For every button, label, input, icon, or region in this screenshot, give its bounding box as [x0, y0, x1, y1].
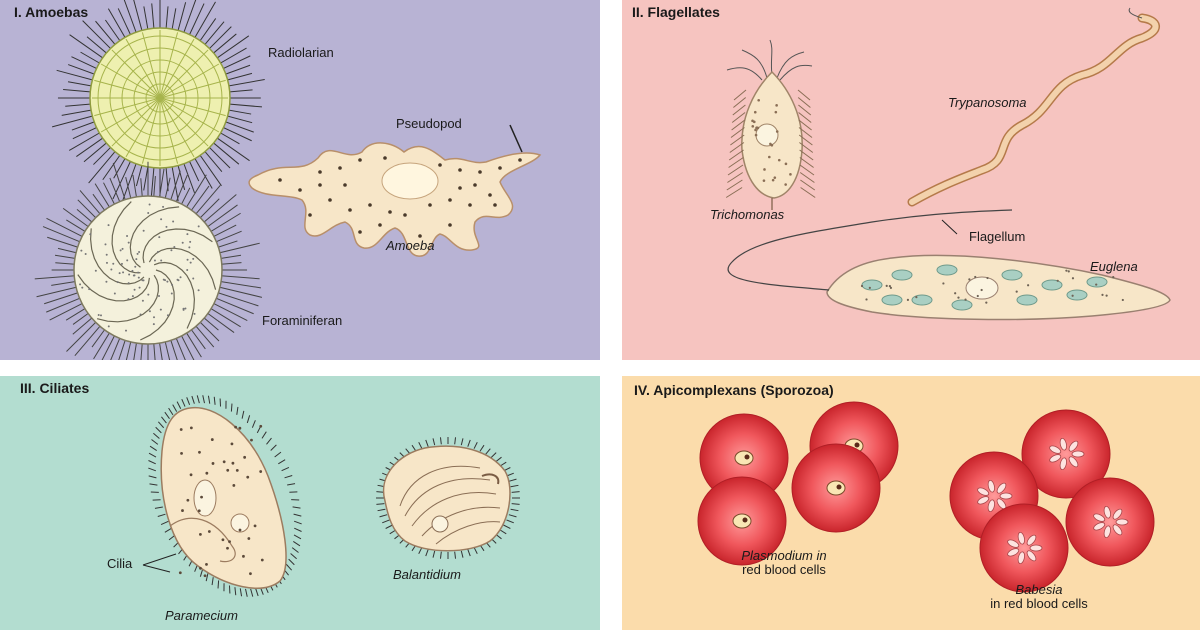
panel-flagellates: II. Flagellates Trypanosoma Trichomonas … [622, 0, 1200, 360]
trichomonas-drawing [725, 39, 816, 210]
label-radiolarian: Radiolarian [268, 45, 334, 60]
label-plasmodium-line2: red blood cells [742, 562, 826, 577]
label-amoeba: Amoeba [386, 238, 435, 253]
panel-title-flagellates: II. Flagellates [632, 4, 720, 20]
label-balantidium: Balantidium [393, 567, 461, 582]
balantidium-drawing [376, 437, 520, 559]
radiolarian-drawing [51, 0, 265, 203]
trypanosoma-drawing [907, 7, 1160, 207]
flagellates-illustration [725, 7, 1171, 321]
paramecium-drawing [142, 395, 302, 597]
panel-title-apicomplexans: IV. Apicomplexans (Sporozoa) [634, 382, 834, 398]
label-plasmodium-line1: Plasmodium in [741, 548, 827, 563]
panel-ciliates: III. Ciliates Cilia Paramecium Balantidi… [0, 376, 600, 630]
panel-apicomplexans: IV. Apicomplexans (Sporozoa) Plasmodium … [622, 376, 1200, 630]
plasmodium-cells [697, 401, 899, 566]
label-babesia-line1: Babesia [1015, 582, 1063, 597]
panel-title-amoebas: I. Amoebas [14, 4, 89, 20]
label-foraminiferan: Foraminiferan [262, 313, 343, 328]
amoebas-illustration [34, 0, 542, 360]
amoeba-drawing [248, 124, 542, 257]
panel-title-ciliates: III. Ciliates [20, 380, 90, 396]
label-paramecium: Paramecium [165, 608, 238, 623]
label-trichomonas: Trichomonas [710, 207, 785, 222]
ciliates-illustration [142, 395, 520, 597]
label-euglena: Euglena [1090, 259, 1138, 274]
euglena-drawing [727, 209, 1171, 321]
label-pseudopod: Pseudopod [396, 116, 462, 131]
label-babesia-line2: in red blood cells [990, 596, 1088, 611]
label-trypanosoma: Trypanosoma [948, 95, 1027, 110]
panel-amoebas: I. Amoebas Radiolarian Pseudopod Amoeba … [0, 0, 600, 360]
label-flagellum: Flagellum [969, 229, 1026, 244]
label-cilia: Cilia [107, 556, 133, 571]
babesia-cells [949, 409, 1155, 593]
foraminiferan-drawing [34, 161, 263, 360]
apicomplexans-illustration [697, 401, 1155, 593]
